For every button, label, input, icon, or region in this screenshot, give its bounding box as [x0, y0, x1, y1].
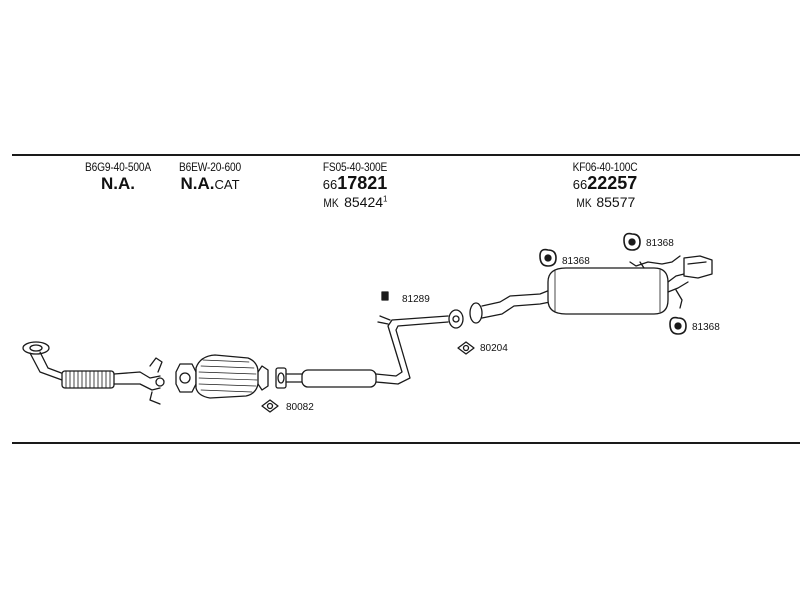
callout-rubber-81368-a: 81368 — [562, 256, 590, 267]
rubber-81368-a-drawing — [539, 248, 557, 267]
availability-label: N.A. — [101, 174, 135, 193]
rear-silencer-drawing — [469, 255, 713, 324]
section-front-pipe-label: B6G9-40-500A N.A. — [68, 160, 168, 194]
section-rear-silencer-label: KF06-40-100C 6622257 MK 85577 — [550, 160, 660, 211]
mk-number: MK 854241 — [323, 193, 388, 210]
catalog-number: 6622257 — [572, 173, 638, 193]
top-divider-line — [12, 154, 800, 156]
part-number: KF06-40-100C — [572, 160, 638, 174]
gasket-80082-drawing — [261, 399, 279, 413]
rubber-81368-c-drawing — [669, 316, 687, 335]
part-number: B6G9-40-500A — [84, 160, 152, 174]
bottom-divider-line — [12, 442, 800, 444]
front-pipe-drawing — [22, 341, 165, 405]
section-catalyst-label: B6EW-20-600 N.A.CAT — [160, 160, 260, 194]
availability-label: N.A.CAT — [180, 174, 240, 193]
callout-gasket-80204: 80204 — [480, 343, 508, 354]
callout-hanger-81289: 81289 — [402, 294, 430, 305]
rubber-81368-b-drawing — [623, 232, 641, 251]
catalyst-drawing — [175, 354, 269, 399]
callout-rubber-81368-b: 81368 — [646, 238, 674, 249]
mk-number: MK 85577 — [576, 193, 636, 210]
part-number: FS05-40-300E — [322, 160, 388, 174]
callout-gasket-80082: 80082 — [286, 402, 314, 413]
section-middle-silencer-label: FS05-40-300E 6617821 MK 854241 — [300, 160, 410, 211]
catalog-number: 6617821 — [322, 173, 388, 193]
part-number: B6EW-20-600 — [178, 160, 241, 174]
gasket-80204-drawing — [457, 341, 475, 355]
middle-pipe-drawing — [275, 291, 464, 389]
callout-rubber-81368-c: 81368 — [692, 322, 720, 333]
